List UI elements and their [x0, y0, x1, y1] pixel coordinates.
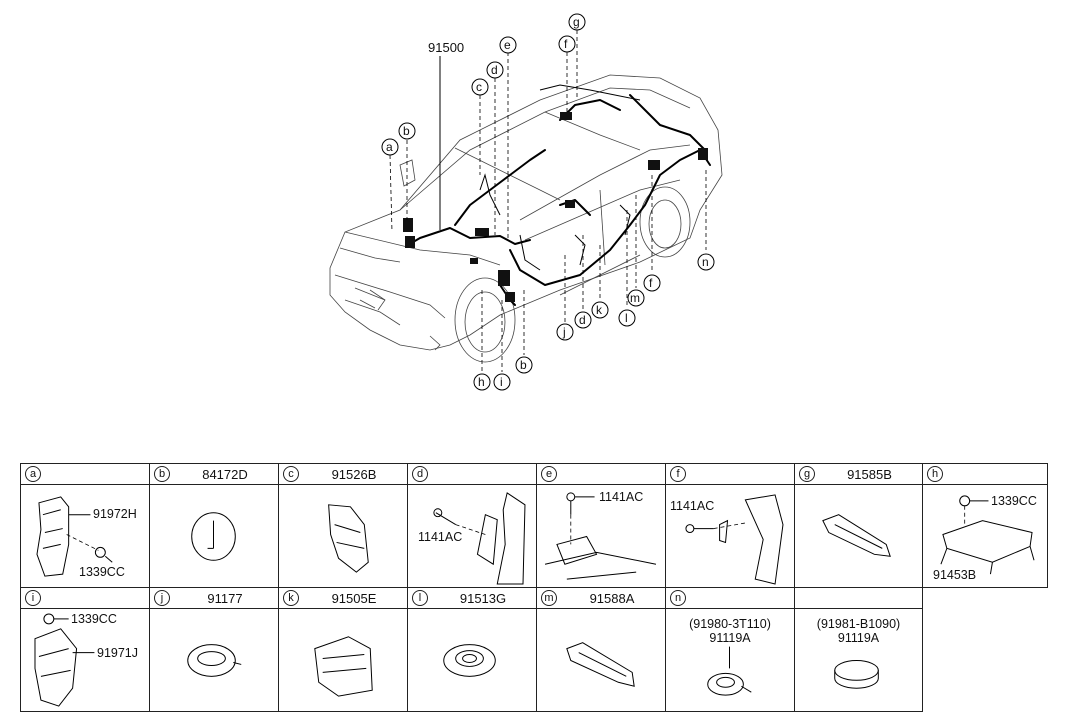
main-part-number: 91500 [428, 40, 464, 55]
cell-letter: a [25, 466, 41, 482]
part-number: 91588A [589, 591, 635, 606]
car-body [329, 74, 723, 363]
svg-text:g: g [573, 15, 580, 29]
bracket-icon [36, 496, 113, 577]
part-label: 1339CC [71, 612, 117, 626]
cell-f[interactable]: f 1141AC [666, 464, 795, 588]
callout-circles[interactable]: a b c d e f g n f m l k d j b h i [381, 13, 715, 391]
pillar-bolt-icon [433, 492, 526, 585]
callout-l: l [618, 309, 636, 327]
floor-bolt-icon [544, 492, 657, 580]
callout-m: m [627, 289, 645, 307]
callout-d-bottom: d [574, 311, 592, 329]
part-label: 1141AC [599, 490, 644, 504]
callout-n: n [697, 253, 715, 271]
svg-text:a: a [386, 140, 393, 154]
part-label: (91981-B1090) [816, 617, 901, 631]
bracket-icon [34, 613, 95, 707]
part-label: 91119A [709, 631, 751, 645]
grommet-icon [191, 512, 236, 561]
svg-text:d: d [579, 313, 586, 327]
callout-j: j [556, 323, 574, 341]
cell-extra[interactable]: (91981-B1090) 91119A [795, 588, 923, 712]
callout-k: k [591, 301, 609, 319]
part-label: 1339CC [991, 494, 1037, 508]
callout-b-top: b [398, 122, 416, 140]
part-number: 91526B [331, 467, 377, 482]
svg-text:f: f [649, 276, 653, 290]
part-label: 91971J [97, 646, 139, 660]
part-number: 91505E [331, 591, 377, 606]
callout-c: c [471, 78, 489, 96]
svg-text:f: f [564, 37, 568, 51]
svg-text:n: n [702, 255, 709, 269]
callout-f-top: f [558, 35, 576, 53]
svg-text:d: d [491, 63, 498, 77]
part-label: 1141AC [418, 530, 463, 544]
svg-text:l: l [625, 311, 628, 325]
grommet-icon [187, 644, 242, 677]
callout-d-top: d [486, 61, 504, 79]
cell-d[interactable]: d 1141AC [408, 464, 537, 588]
cell-i[interactable]: i 1339CC 91971J [21, 588, 150, 712]
svg-text:c: c [476, 80, 482, 94]
svg-text:b: b [403, 124, 410, 138]
callout-h: h [473, 373, 491, 391]
grommet-icon [443, 644, 496, 677]
junction-box-icon [940, 495, 1035, 575]
protector-icon [328, 504, 369, 573]
grommet-icon [707, 646, 752, 696]
part-number: 91585B [847, 467, 892, 482]
callout-g: g [568, 13, 586, 31]
svg-text:m: m [630, 291, 640, 305]
svg-text:h: h [478, 375, 485, 389]
part-label: (91980-3T110) [689, 617, 771, 631]
svg-text:e: e [504, 38, 511, 52]
part-label: 1339CC [79, 565, 125, 579]
clip-icon [566, 642, 635, 687]
plug-icon [834, 660, 879, 689]
callout-e: e [499, 36, 517, 54]
svg-text:b: b [520, 358, 527, 372]
svg-text:k: k [596, 303, 603, 317]
callout-i: i [493, 373, 511, 391]
callout-f-right: f [643, 274, 661, 292]
clip-icon [822, 514, 891, 557]
wiring-diagram: 91500 a b c d e f g n f m l k d j b h i [329, 13, 723, 391]
door-bolt-icon [685, 494, 784, 585]
cell-n[interactable]: n (91980-3T110) 91119A [666, 588, 795, 712]
part-number: 84172D [202, 467, 248, 482]
leader-lines [389, 30, 707, 372]
car-illustration: 91500 a b c d e f g n f m l k d j b h i [329, 13, 723, 391]
callout-b-bottom: b [515, 356, 533, 374]
callout-a: a [381, 138, 399, 156]
part-label: 91972H [93, 507, 137, 521]
svg-text:j: j [562, 325, 566, 339]
svg-text:i: i [500, 375, 503, 389]
part-number: 91513G [459, 591, 507, 606]
part-number: 91177 [207, 591, 243, 606]
cell-h[interactable]: h 1339CC 91453B [923, 464, 1048, 588]
part-label: 91119A [837, 631, 880, 645]
part-label: 1141AC [670, 499, 715, 513]
protector-icon [314, 636, 373, 697]
wire-harness [403, 84, 711, 306]
part-label: 91453B [933, 568, 977, 582]
cell-a[interactable]: a 91972H 1339CC [21, 464, 150, 588]
cell-e[interactable]: e 1141AC [537, 464, 666, 588]
